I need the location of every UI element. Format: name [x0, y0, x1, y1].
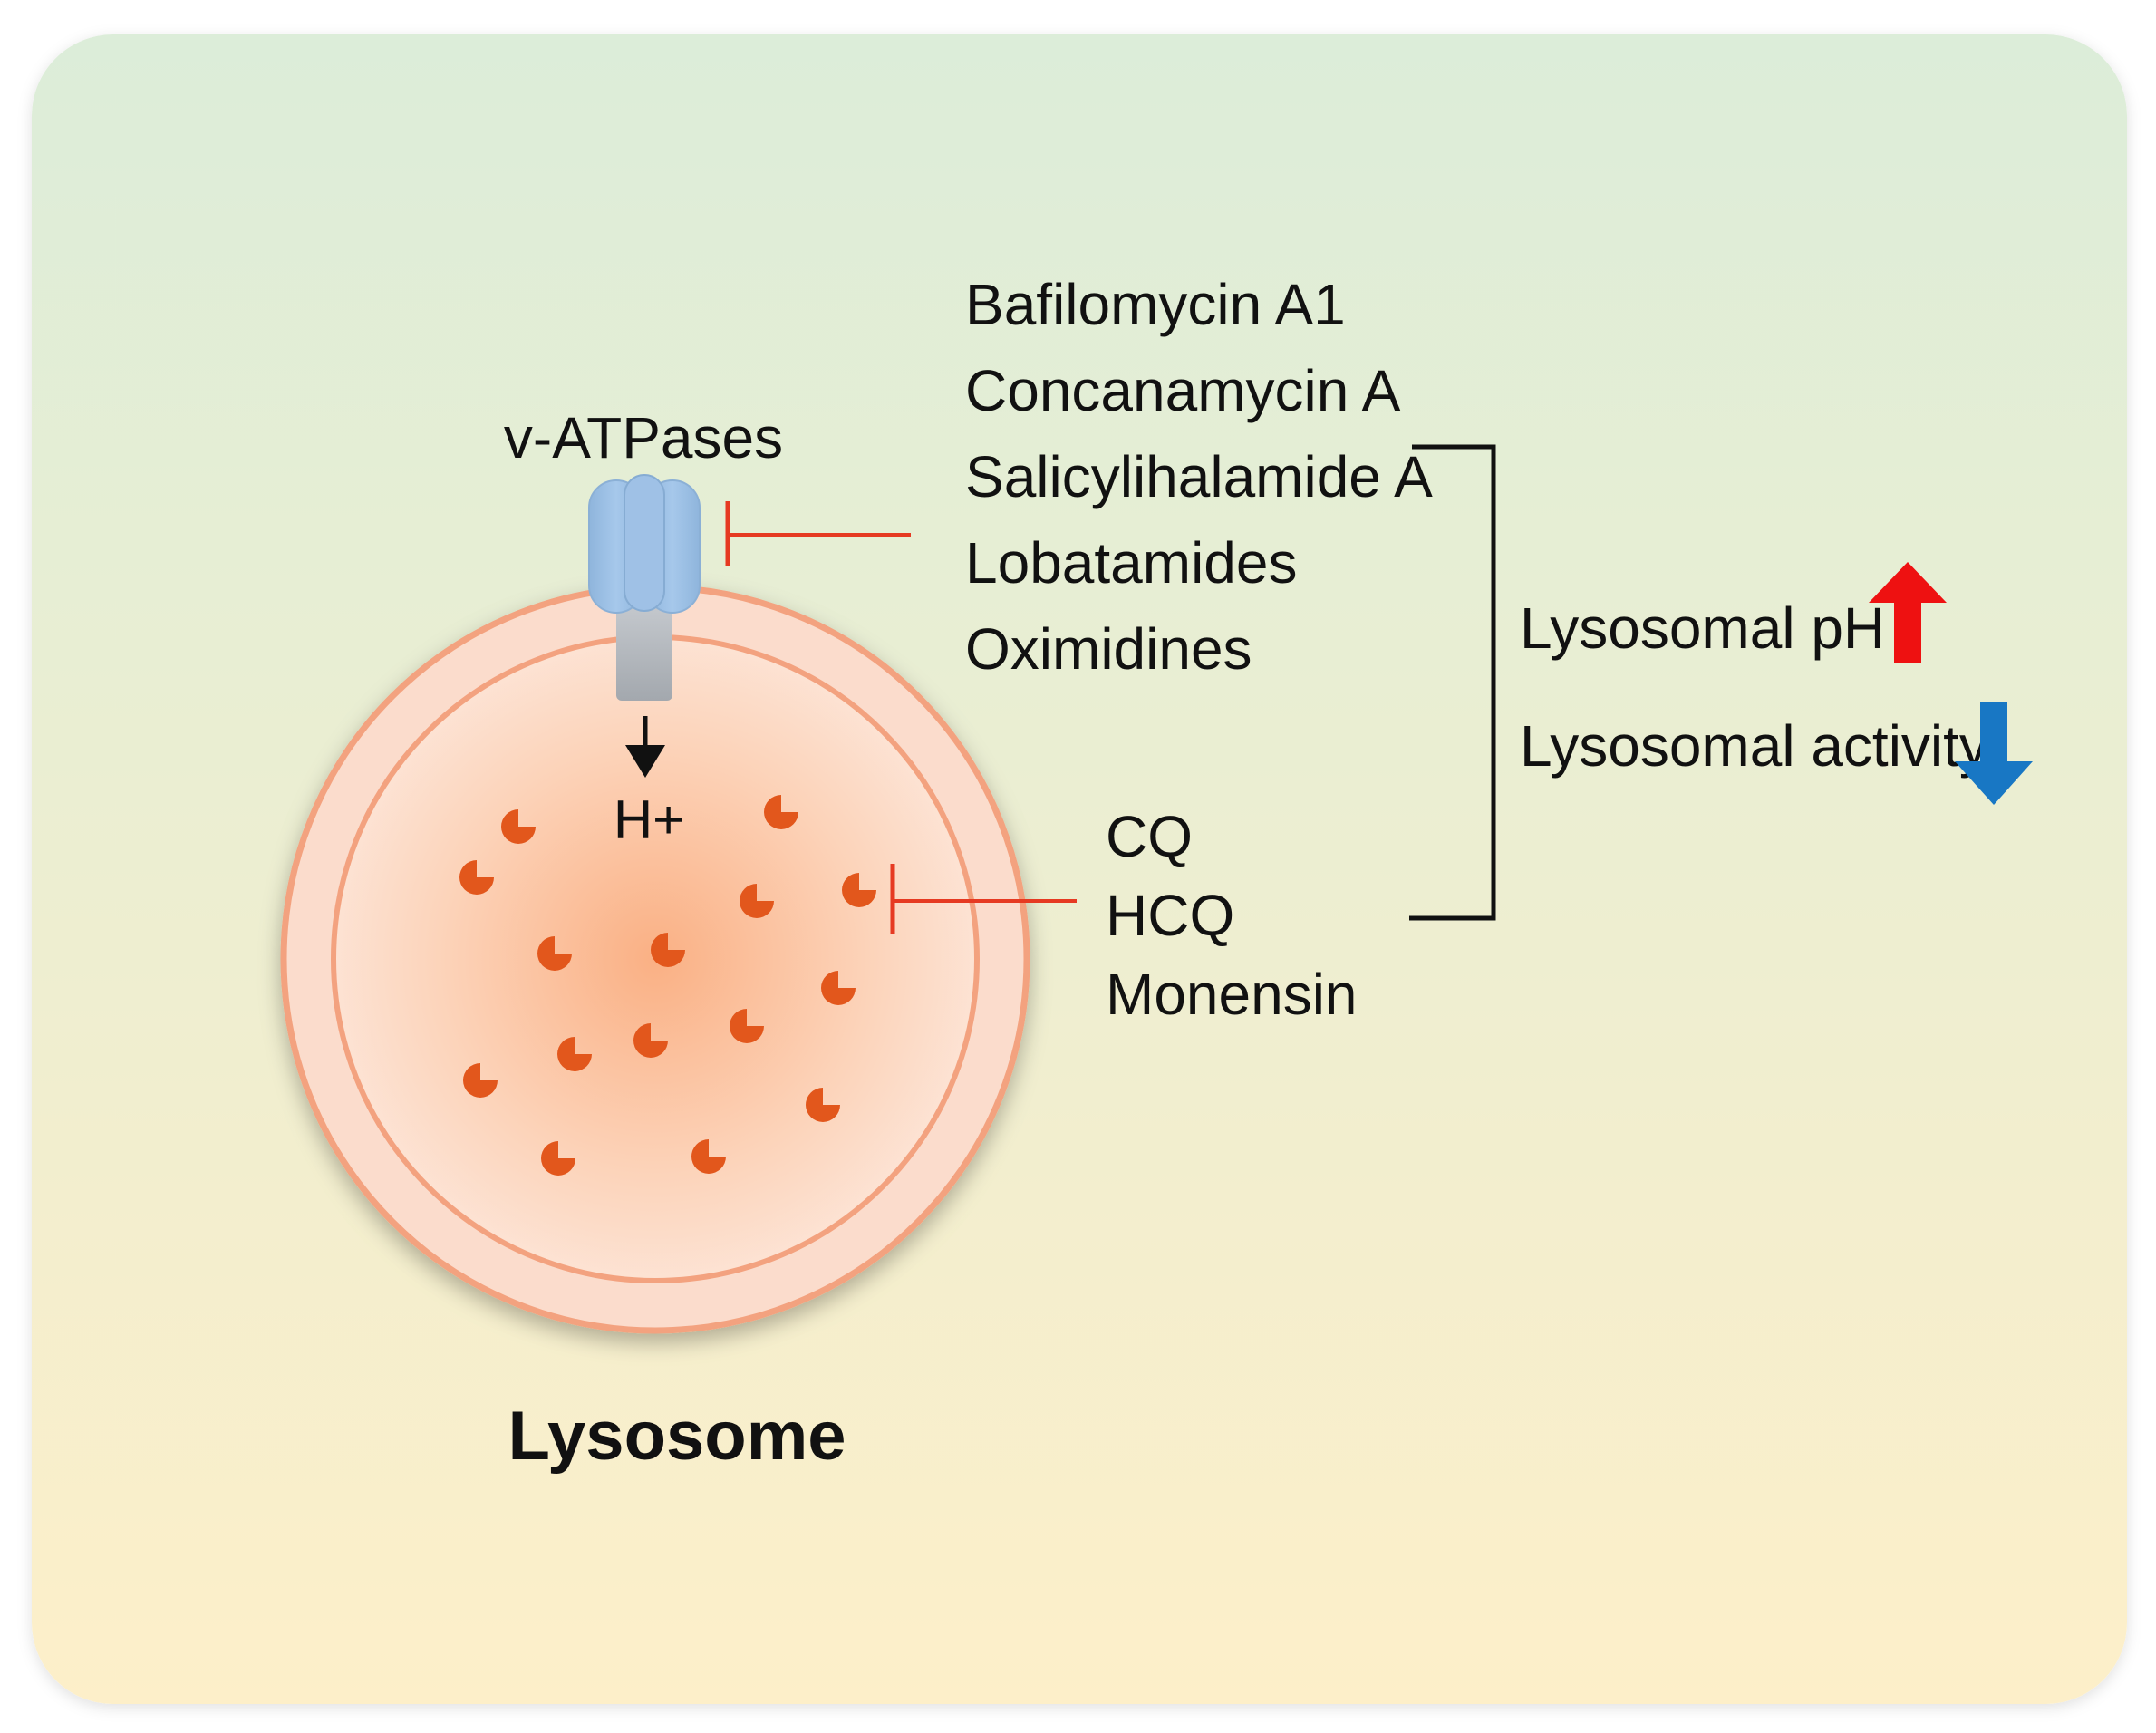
drug-oximidines: Oximidines [965, 616, 1252, 682]
arrowhead-down-icon [625, 745, 665, 778]
pump-subunit-center [624, 474, 665, 612]
enzyme-particle-icon [557, 1037, 592, 1071]
inhibition-line-lumen [890, 864, 1077, 934]
enzyme-particle-icon [730, 1009, 764, 1043]
enzyme-particle-icon [633, 1023, 668, 1058]
drug-concanamycin-a: Concanamycin A [965, 358, 1401, 423]
drug-salicylihalamide-a: Salicylihalamide A [965, 444, 1433, 509]
enzyme-particle-icon [821, 971, 856, 1005]
inhibition-line-v-atpase [725, 501, 911, 566]
effect-lysosomal-ph: Lysosomal pH [1520, 595, 1885, 661]
proton-flow-arrow [625, 716, 665, 778]
lysosome [280, 584, 1030, 1334]
enzyme-particle-icon [501, 809, 536, 844]
enzyme-particle-icon [740, 884, 774, 918]
enzyme-particle-icon [842, 873, 876, 907]
drug-hcq: HCQ [1106, 883, 1234, 948]
grouping-bracket [1409, 444, 1496, 921]
v-atpase-pump [588, 474, 701, 701]
pump-stalk [616, 605, 672, 701]
enzyme-particle-icon [764, 795, 798, 829]
drug-monensin: Monensin [1106, 962, 1358, 1027]
arrow-up-icon [1869, 562, 1947, 663]
lysosomotropic-agent-list: CQ HCQ Monensin [1106, 804, 1358, 1027]
arrow-down-icon [1955, 702, 2033, 805]
enzyme-particle-icon [806, 1088, 840, 1122]
drug-bafilomycin-a1: Bafilomycin A1 [965, 272, 1346, 337]
proton-label: H+ [614, 789, 684, 850]
enzyme-particle-icon [691, 1139, 726, 1174]
lysosome-title: Lysosome [508, 1398, 846, 1475]
enzyme-particle-icon [459, 860, 494, 895]
v-atpase-inhibitor-list: Bafilomycin A1 Concanamycin A Salicyliha… [965, 272, 1433, 682]
enzyme-particle-icon [537, 936, 572, 971]
drug-lobatamides: Lobatamides [965, 530, 1297, 595]
enzyme-particle-icon [541, 1141, 575, 1176]
enzyme-particles [459, 795, 876, 1176]
drug-cq: CQ [1106, 804, 1193, 869]
effect-lysosomal-activity: Lysosomal activity [1520, 713, 1988, 779]
enzyme-particle-icon [463, 1063, 498, 1098]
v-atpase-label: v-ATPases [504, 405, 783, 470]
enzyme-particle-icon [651, 933, 685, 967]
